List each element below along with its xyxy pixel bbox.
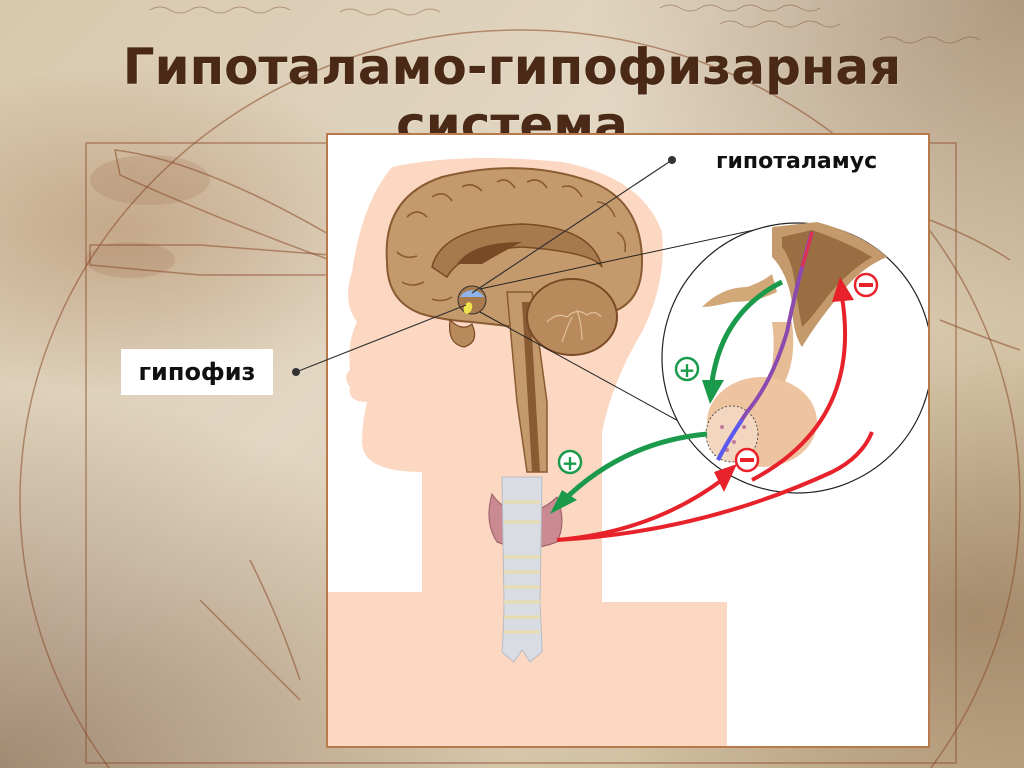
stimulation-arrow-to-thyroid	[560, 431, 708, 504]
plus-sign-thyroid: +	[562, 451, 579, 475]
anatomy-illustration: + +	[328, 158, 928, 746]
diagram-panel: + +	[326, 133, 930, 748]
hypothalamus-label: гипоталамус	[712, 147, 882, 176]
hypothalamus-focus-circle	[457, 285, 487, 315]
plus-sign-pituitary: +	[679, 358, 696, 382]
minus-sign-hypothalamus	[859, 283, 873, 287]
pituitary-label: гипофиз	[121, 349, 273, 395]
inhibition-arrow-to-hypothalamus	[556, 431, 874, 542]
trachea	[501, 476, 543, 663]
magnified-inset	[661, 222, 928, 494]
minus-sign-pituitary	[740, 458, 754, 462]
